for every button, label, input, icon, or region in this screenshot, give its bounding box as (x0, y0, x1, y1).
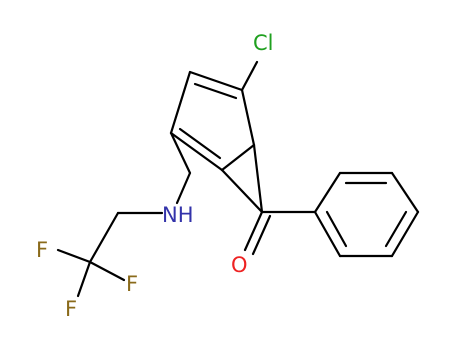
bond-p4-p5-inner (384, 210, 408, 248)
bond-c1-c2-inner (193, 82, 238, 100)
bond-c-f1 (56, 248, 92, 264)
bond-c3-c4 (220, 143, 256, 172)
fluorine-label-1: F (36, 238, 48, 262)
bond-c4-c5-inner (178, 127, 222, 160)
bond-p1-p2 (313, 171, 342, 214)
bond-p3-p4 (390, 171, 420, 214)
fluorine-label-2: F (126, 272, 138, 296)
bond-c1-c2 (188, 70, 244, 92)
bonds (56, 60, 420, 298)
amine-label: NH (162, 203, 194, 227)
fluorine-label-3: F (65, 297, 77, 321)
bond-p6-p1-inner (325, 210, 348, 248)
bond-ring-carbonyl (220, 168, 264, 214)
bond-c5-c4-link (169, 131, 192, 175)
bond-c2-cl (240, 60, 259, 92)
bond-c-f3 (76, 260, 92, 298)
bond-p6-p1 (313, 210, 342, 258)
bond-c2-c3 (240, 88, 256, 147)
chlorine-label: Cl (253, 31, 274, 55)
bond-carbonyl-o (243, 210, 264, 252)
bond-c5-c6 (169, 70, 192, 135)
bond-c4-n (175, 171, 192, 205)
atom-labels: Cl NH O F F F (36, 31, 274, 321)
bond-carbonyl-o-double (251, 214, 272, 256)
bond-c-f2 (88, 260, 126, 282)
bond-p4-p5 (390, 210, 420, 258)
oxygen-label: O (231, 253, 248, 277)
bond-c3-carbonyl (252, 143, 264, 214)
bond-ch2-cf3 (88, 211, 120, 264)
bond-c4-c5 (169, 131, 224, 172)
